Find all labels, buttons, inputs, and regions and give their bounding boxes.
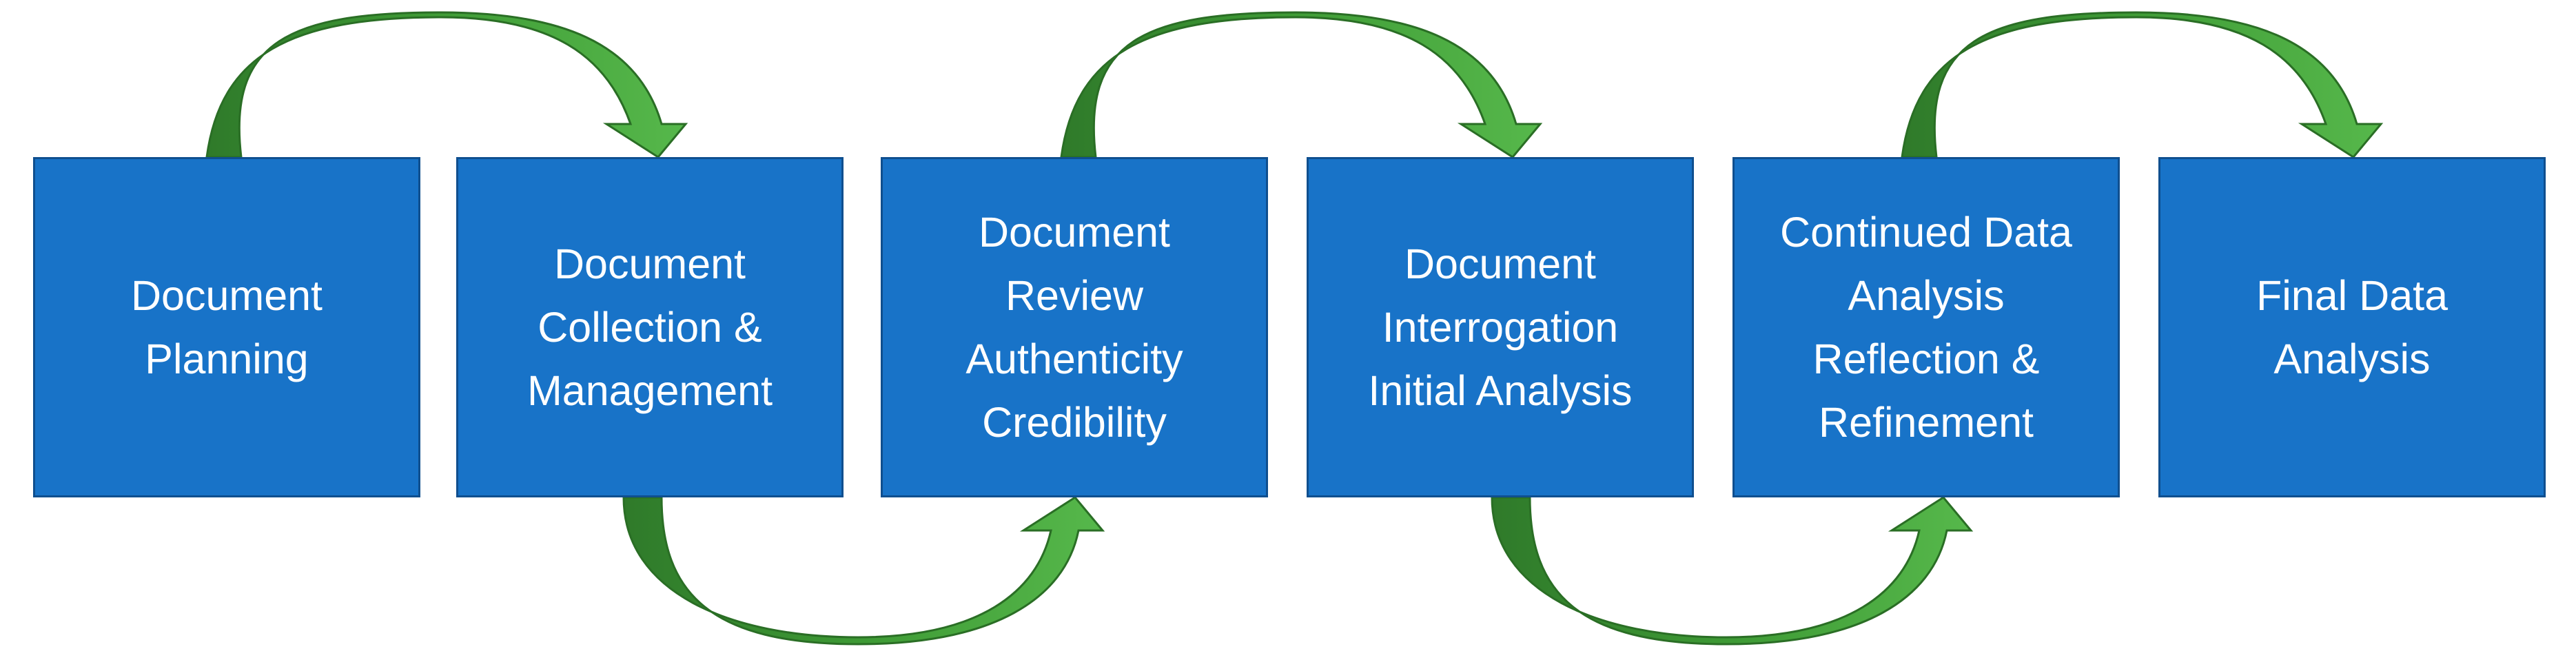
step-label-4: Document Interrogation Initial Analysis bbox=[1368, 240, 1633, 414]
arrow-continued-to-final bbox=[1901, 11, 2384, 158]
step-box-6: Final Data Analysis bbox=[2158, 157, 2546, 497]
arrow-interrogation-to-continued bbox=[1491, 496, 1974, 646]
step-box-4: Document Interrogation Initial Analysis bbox=[1307, 157, 1694, 497]
arrow-collection-to-review bbox=[622, 496, 1105, 646]
step-label-6: Final Data Analysis bbox=[2256, 272, 2448, 382]
step-box-3: Document Review Authenticity Credibility bbox=[881, 157, 1268, 497]
step-label-3: Document Review Authenticity Credibility bbox=[965, 209, 1183, 446]
step-label-5: Continued Data Analysis Reflection & Ref… bbox=[1780, 209, 2072, 446]
arrow-review-to-interrogation bbox=[1060, 11, 1543, 158]
step-label-2: Document Collection & Management bbox=[527, 240, 773, 414]
step-box-1: Document Planning bbox=[33, 157, 420, 497]
step-box-5: Continued Data Analysis Reflection & Ref… bbox=[1732, 157, 2120, 497]
step-label-1: Document Planning bbox=[130, 272, 323, 382]
step-box-2: Document Collection & Management bbox=[456, 157, 844, 497]
arrow-planning-to-collection bbox=[205, 11, 688, 158]
